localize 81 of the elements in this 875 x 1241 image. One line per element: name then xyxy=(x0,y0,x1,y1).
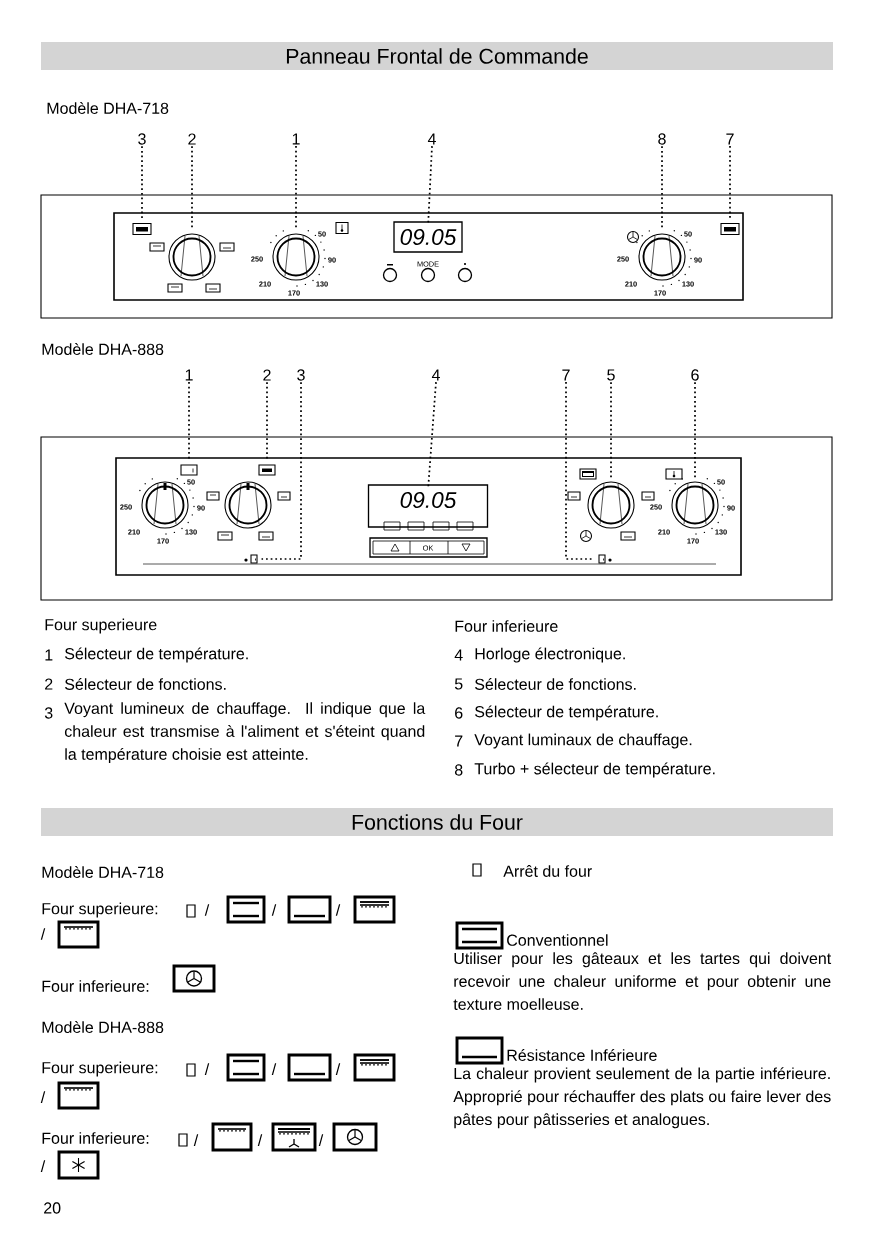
item-number: 6 xyxy=(455,707,463,719)
item-number: 7 xyxy=(455,735,463,747)
row-label: Four inferieure: xyxy=(42,980,149,992)
leader-line xyxy=(427,145,433,225)
row-label: Four superieure: xyxy=(42,902,158,918)
callout-number: 7 xyxy=(562,369,570,381)
clock-display: 09.05 xyxy=(367,484,489,528)
item-text: Sélecteur de fonctions. xyxy=(475,678,636,690)
section-heading: Fonctions du Four xyxy=(41,808,833,836)
list-heading: Four inferieure xyxy=(455,620,558,632)
leader-line xyxy=(729,145,731,220)
callout-number: 4 xyxy=(427,133,436,145)
callout-number: 3 xyxy=(297,369,305,381)
slash-separator: / xyxy=(40,1091,46,1103)
item-text: Sélecteur de température. xyxy=(65,647,248,663)
leader-line xyxy=(427,381,437,488)
indicator-lamp xyxy=(598,554,606,564)
function-name: Conventionnel xyxy=(507,934,608,946)
function-name: Résistance Inférieure xyxy=(507,1049,657,1061)
slash-separator: / xyxy=(318,1134,324,1146)
slash-separator: / xyxy=(257,1134,263,1146)
knob xyxy=(638,233,686,281)
callout-number: 3 xyxy=(138,133,146,145)
slash-separator: / xyxy=(40,928,46,940)
row-label: Four superieure: xyxy=(42,1061,158,1077)
list-heading: Four superieure xyxy=(45,618,157,634)
item-number: 2 xyxy=(45,678,53,690)
description-text: La chaleur provient seulement de la partie inférieure. Approprié pour réchauffer des plats ou faire lever des pâtes pour pâtisseries et analogues. xyxy=(453,1067,831,1129)
knob xyxy=(671,481,719,529)
model-heading: Modèle DHA-888 xyxy=(42,1021,164,1033)
leader-line xyxy=(260,381,302,560)
slash-separator: / xyxy=(335,904,341,916)
page-number: 20 xyxy=(44,1202,61,1214)
item-number: 1 xyxy=(45,649,53,661)
model-heading: Modèle DHA-718 xyxy=(42,866,164,878)
model-heading: Modèle DHA-718 xyxy=(47,102,169,114)
slash-separator: / xyxy=(335,1063,341,1075)
slash-separator: / xyxy=(271,1063,277,1075)
knob xyxy=(587,481,635,529)
item-number: 8 xyxy=(454,764,463,776)
leader-line xyxy=(266,381,268,462)
function-name: Arrêt du four xyxy=(503,865,592,877)
callout-number: 1 xyxy=(292,133,300,145)
slash-separator: / xyxy=(271,904,277,916)
indicator-lamp xyxy=(250,554,258,564)
item-text: Voyant lumineux de chauffage. Il indique que la chaleur est transmise à l'aliment et s'éteint quand la température choisie est atteinte. xyxy=(64,702,426,764)
callout-number: 6 xyxy=(691,369,699,381)
indicator-icon xyxy=(258,464,276,476)
indicator-icon xyxy=(720,223,740,235)
row-label: Four inferieure: xyxy=(42,1132,149,1144)
item-number: 4 xyxy=(454,649,463,661)
callout-number: 8 xyxy=(658,133,666,145)
item-text: Sélecteur de température. xyxy=(475,705,658,721)
slash-separator: / xyxy=(204,904,210,916)
callout-number: 1 xyxy=(185,369,193,381)
slash-separator: / xyxy=(40,1160,46,1172)
clock-display: 09.05 xyxy=(393,221,463,253)
knob xyxy=(272,233,320,281)
leader-line xyxy=(141,145,143,220)
thermometer-icon xyxy=(180,464,198,476)
callout-number: 4 xyxy=(431,369,440,381)
item-number: 3 xyxy=(44,707,53,719)
item-text: Voyant luminaux de chauffage. xyxy=(474,733,692,749)
item-text: Turbo + sélecteur de température. xyxy=(474,762,715,778)
section-heading: Panneau Frontal de Commande xyxy=(41,42,833,70)
callout-number: 2 xyxy=(188,133,196,145)
item-text: Horloge électronique. xyxy=(475,647,625,663)
description-text: Utiliser pour les gâteaux et les tartes qui doivent recevoir une chaleur uniforme et pour obtenir une texture moelleuse. xyxy=(453,952,832,1010)
callout-number: 2 xyxy=(263,369,271,381)
callout-number: 5 xyxy=(607,369,615,381)
slash-separator: / xyxy=(204,1063,210,1075)
leader-line xyxy=(694,381,696,479)
slash-separator: / xyxy=(193,1134,199,1146)
leader-line xyxy=(188,381,190,462)
model-heading: Modèle DHA-888 xyxy=(42,343,164,355)
leader-line xyxy=(610,381,612,479)
indicator-icon xyxy=(132,223,152,235)
callout-number: 7 xyxy=(726,133,734,145)
item-number: 5 xyxy=(454,678,463,690)
item-text: Sélecteur de fonctions. xyxy=(65,678,226,690)
knob xyxy=(168,233,216,281)
